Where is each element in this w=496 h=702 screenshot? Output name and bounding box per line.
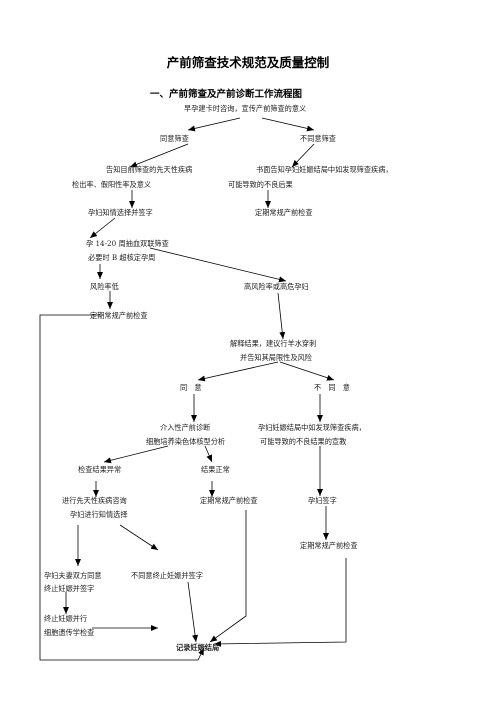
node-high-risk: 高风险率或高危孕妇 <box>244 282 309 291</box>
arrow-highrisk-to-explain <box>277 292 286 340</box>
node-cytogenetic: 细胞遗传学检查 <box>44 628 95 637</box>
arrow-diagnosis-to-normal <box>204 445 213 463</box>
arrow-explain-to-agree <box>197 361 279 382</box>
node-inform-diseases: 告知目前筛查的先天性疾病 <box>106 165 193 174</box>
node-terminate-sign: 终止妊娠并签字 <box>44 584 95 593</box>
node-disagree-amnio: 不 同 意 <box>314 383 350 392</box>
arrow-routine-right-to-record <box>213 558 347 647</box>
node-counseling-start: 早孕建卡时咨询，宣传产前筛查的意义 <box>184 104 307 113</box>
arrow-start-to-agree <box>187 117 241 132</box>
node-karyotype: 细胞培养染色体核型分析 <box>146 437 226 446</box>
node-education: 孕妇妊娠结局中如发现筛查疾病， <box>258 423 366 432</box>
arrow-explain-to-disagree <box>279 361 335 381</box>
node-agree-screening: 同意筛查 <box>160 134 189 143</box>
node-invasive-diagnosis: 介入性产前诊断 <box>160 423 211 432</box>
node-informed-choice: 孕妇进行知情选择 <box>70 510 128 519</box>
node-routine-check-2: 定期常规产前检查 <box>90 311 148 320</box>
node-couple-agree: 孕妇夫妻双方同意 <box>44 571 102 580</box>
node-disagree-screening: 不同意筛查 <box>300 134 336 143</box>
node-refuse-termination: 不同意终止妊娠并签字 <box>131 571 203 580</box>
node-low-risk: 风险率低 <box>90 282 119 291</box>
arrow-lowrisk-routine-to-record <box>39 314 205 661</box>
node-informed-consent-sign: 孕妇知情选择并签字 <box>88 208 153 217</box>
node-routine-check-1: 定期常规产前检查 <box>255 208 313 217</box>
node-agree-amnio: 同 意 <box>180 383 202 392</box>
node-routine-check-4: 定期常规产前检查 <box>300 541 358 550</box>
arrow-disagree-to-notice <box>291 143 315 168</box>
node-record-outcome: 记录妊娠结局 <box>176 643 220 652</box>
node-result-abnormal: 检查结果异常 <box>78 465 122 474</box>
arrow-continue-to-record <box>187 581 199 643</box>
node-genetic-counseling: 进行先天性疾病咨询 <box>62 496 127 505</box>
node-inform-rates: 检出率、假阳性率及意义 <box>72 180 152 189</box>
arrow-counseling-to-continue <box>119 524 159 551</box>
node-written-notice-consequence: 可能导致的不良后果 <box>228 180 293 189</box>
page-title: 产前筛查技术规范及质量控制 <box>166 55 330 70</box>
arrow-routine-mid-to-record <box>209 510 247 643</box>
node-written-notice: 书面告知孕妇妊娠结局中如发现筛查疾病， <box>256 165 393 174</box>
arrow-agree-to-inform <box>129 143 189 168</box>
node-blood-screening: 孕 14-20 周抽血双联筛查 <box>86 239 169 248</box>
arrow-sign-to-screening <box>89 217 116 239</box>
node-routine-check-3: 定期常规产前检查 <box>200 496 258 505</box>
section-heading: 一、产前筛查及产前诊断工作流程图 <box>150 89 303 100</box>
node-pregnant-sign: 孕妇签字 <box>308 496 337 505</box>
node-explain-risk: 并告知其局限性及风险 <box>240 353 312 362</box>
node-result-normal: 结果正常 <box>201 465 230 474</box>
node-terminate: 终止妊娠并行 <box>44 614 88 623</box>
node-education-2: 可能导致的不良结果的宣教 <box>260 437 347 446</box>
node-bultrasound: 必要时 B 超核定孕周 <box>88 253 156 262</box>
arrow-start-to-disagree <box>261 117 315 132</box>
arrow-screening-to-highrisk <box>149 247 287 283</box>
arrow-diagnosis-to-abnormal <box>103 445 169 464</box>
node-explain-amnio: 解释结果，建议行羊水穿刺 <box>230 339 317 348</box>
